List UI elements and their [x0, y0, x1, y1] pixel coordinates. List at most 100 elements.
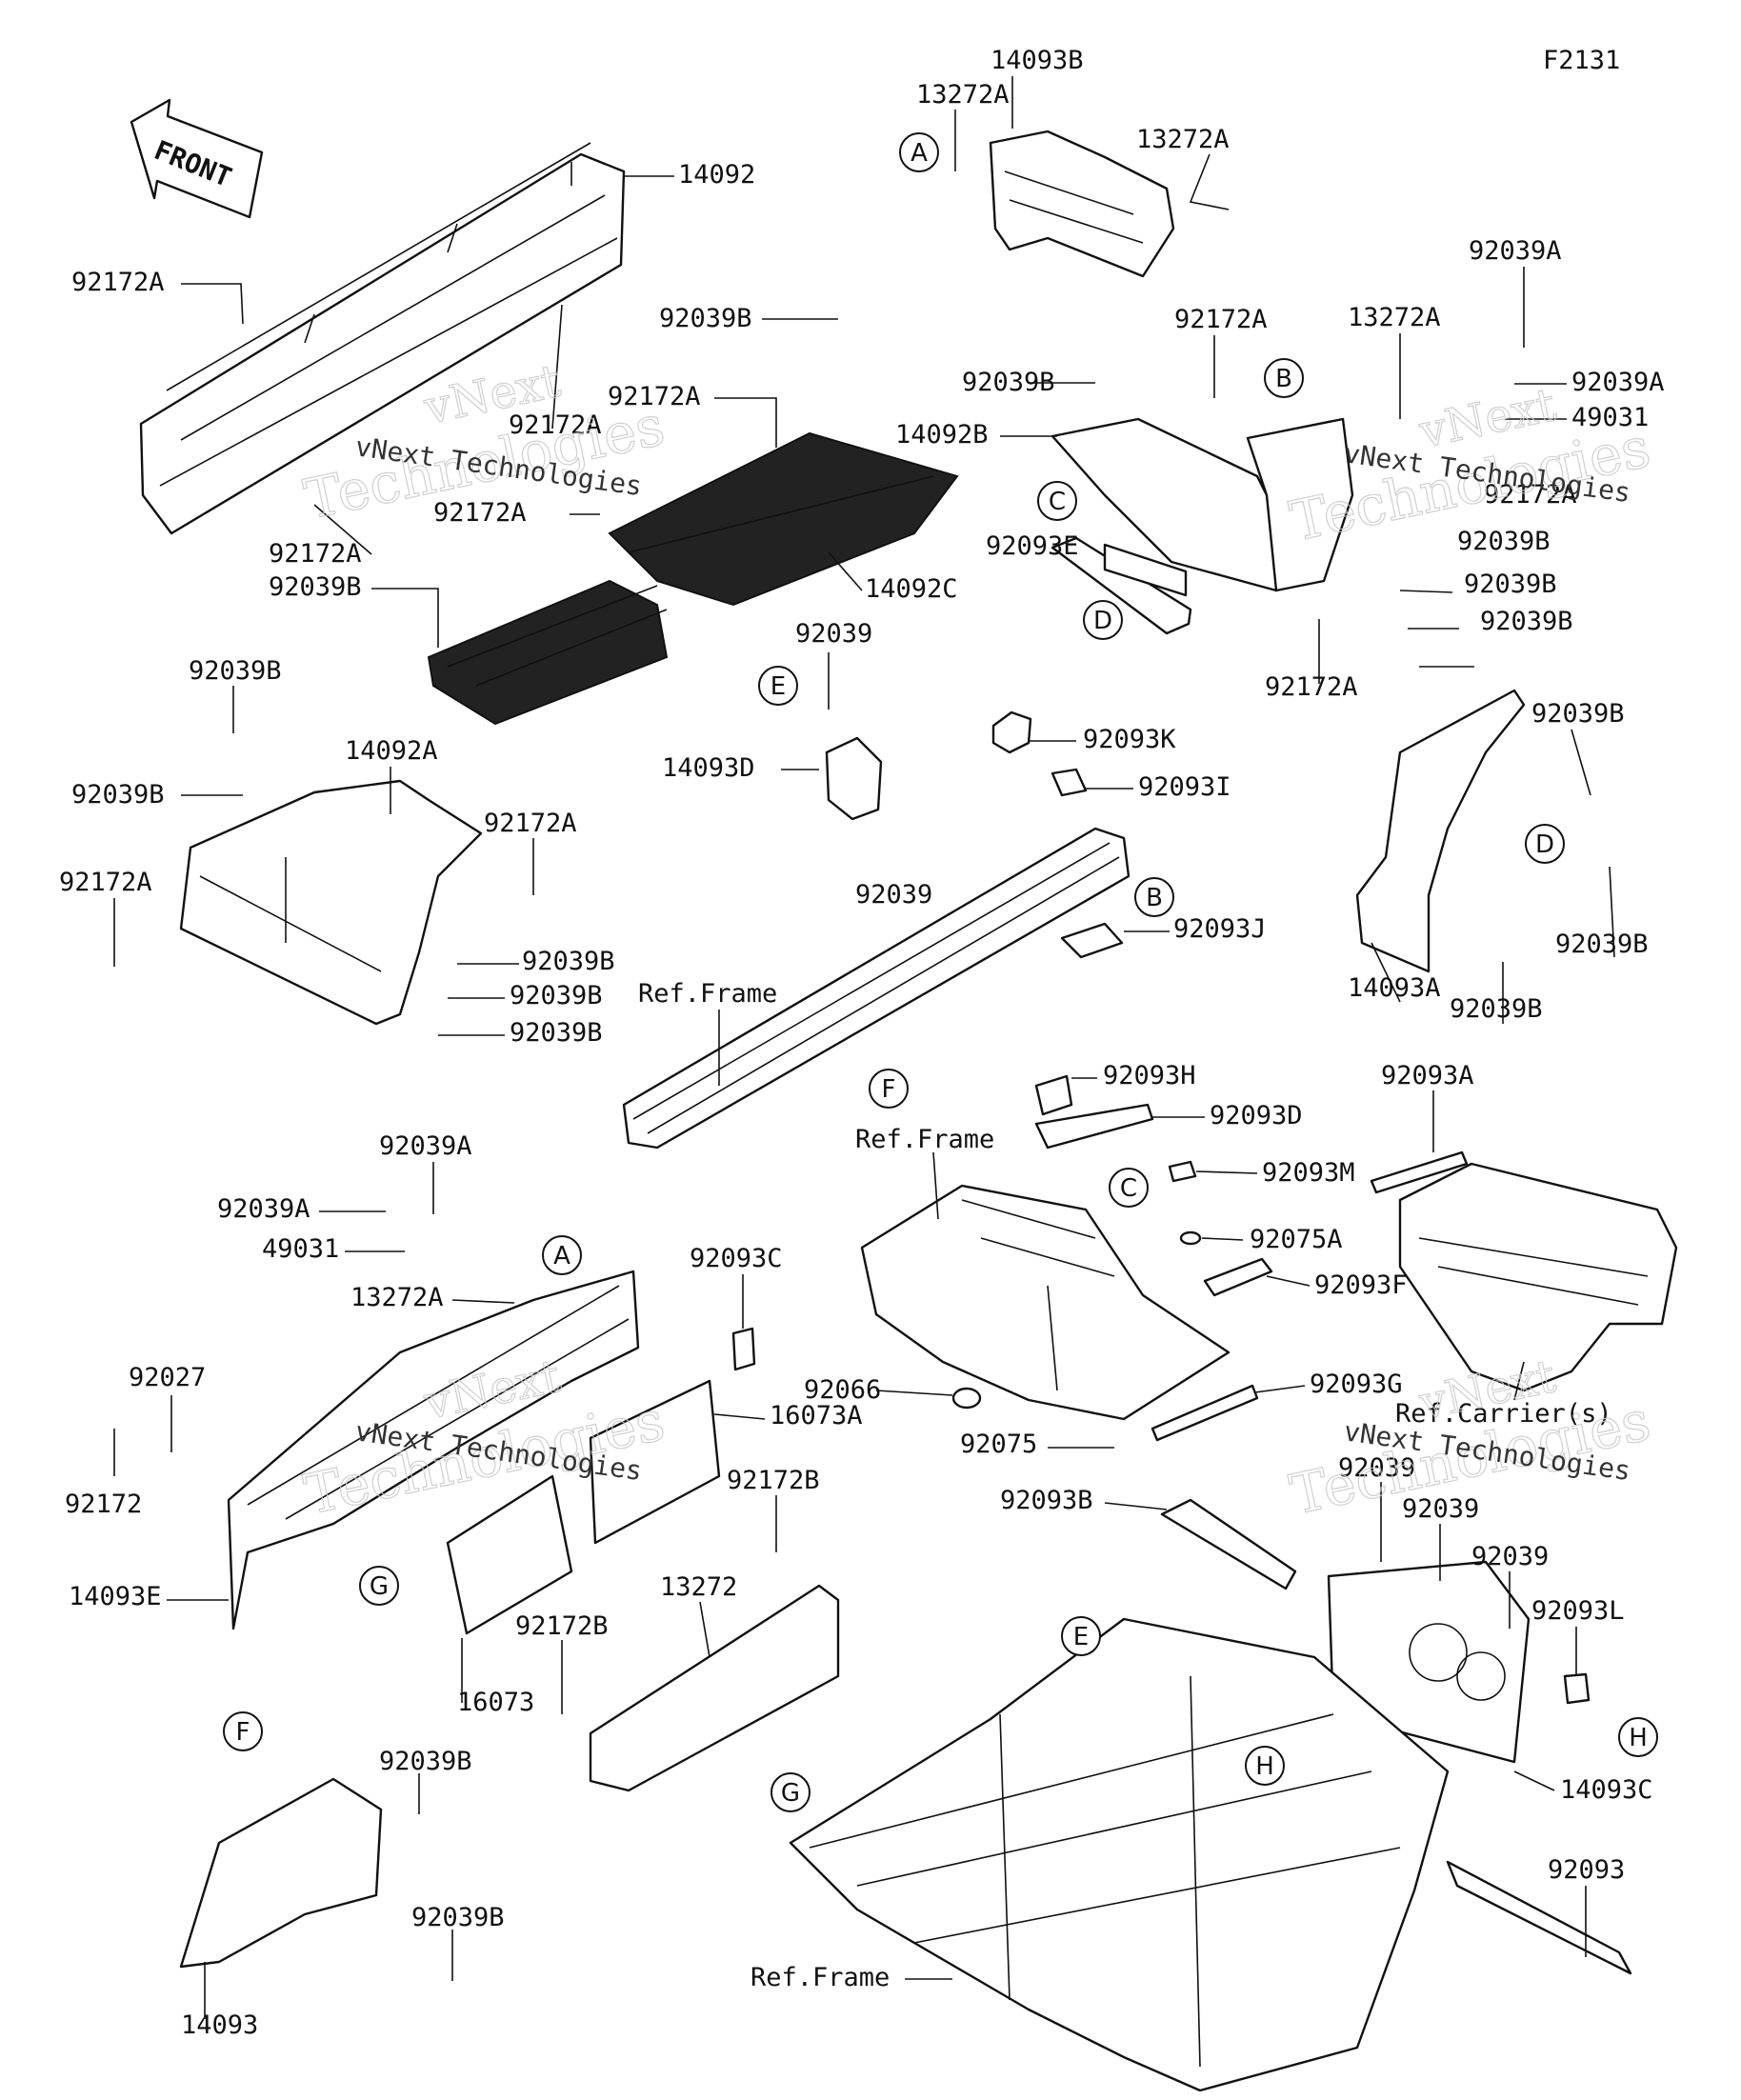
callout-a: A: [542, 1235, 582, 1275]
part-label: 92093C: [690, 1244, 783, 1273]
part-label: 92039B: [659, 304, 752, 333]
callout-circle-icon: [1037, 481, 1077, 521]
part-label: 92093M: [1262, 1158, 1355, 1188]
part-label: Ref.Frame: [855, 1125, 994, 1154]
callout-circle-icon: [359, 1566, 399, 1606]
part-label: 92039: [795, 619, 872, 649]
callout-g: G: [359, 1566, 399, 1606]
callout-markers: A B C D E B D F C A G E F H H G: [223, 132, 1658, 1812]
part-label: 92039B: [189, 656, 282, 686]
part-label: 92172A: [433, 498, 527, 528]
part-label: 92039B: [269, 572, 362, 602]
callout-circle-icon: [1618, 1717, 1658, 1757]
callout-letter: A: [553, 1242, 570, 1270]
part-label: 92172A: [1174, 305, 1268, 334]
part-label: 92093H: [1103, 1061, 1196, 1090]
part-label: 92172A: [484, 809, 577, 838]
part-14092c-floor-mat: [427, 431, 959, 726]
part-label: 92172: [65, 1490, 142, 1519]
part-92093m-foam: [1168, 1160, 1197, 1183]
part-label: 13272A: [1136, 125, 1230, 154]
part-92066-cap: [951, 1387, 982, 1410]
callout-d: D: [1525, 824, 1565, 864]
callout-letter: H: [1255, 1752, 1274, 1781]
part-label: 14093C: [1560, 1775, 1653, 1805]
part-label: 92093: [1548, 1855, 1625, 1885]
callout-circle-icon: [1264, 358, 1304, 398]
part-label: 92039B: [962, 368, 1055, 397]
callout-circle-icon: [223, 1711, 263, 1751]
part-label: 92039A: [217, 1194, 310, 1224]
part-label: 92093D: [1210, 1101, 1303, 1130]
part-label: 92093F: [1314, 1270, 1408, 1300]
part-label: 92039B: [1531, 699, 1625, 729]
part-label: 92039A: [379, 1131, 472, 1161]
callout-b: B: [1264, 358, 1304, 398]
frame-center-tray: [860, 1184, 1231, 1421]
part-92093i-foam: [1051, 768, 1088, 797]
callout-letter: A: [911, 139, 928, 168]
part-label: 92039B: [71, 780, 165, 810]
part-label: 14093D: [662, 753, 755, 783]
callout-e: E: [758, 666, 798, 706]
callout-e: E: [1061, 1616, 1101, 1656]
part-label: 92172B: [727, 1466, 820, 1495]
part-label: 92075: [960, 1430, 1037, 1459]
part-92093e-strip: [1103, 543, 1188, 597]
part-label: 92172A: [1265, 672, 1358, 702]
part-label: 14093B: [991, 46, 1084, 75]
callout-letter: B: [1146, 884, 1163, 912]
part-label: 92039A: [1469, 236, 1562, 266]
callout-h: H: [1245, 1746, 1285, 1786]
part-label: 92039B: [1464, 570, 1557, 599]
part-label: 92172A: [59, 868, 152, 897]
callout-letter: B: [1275, 365, 1292, 393]
part-label: 92066: [804, 1375, 881, 1405]
part-label: 92039B: [1450, 994, 1543, 1024]
part-label: 49031: [1571, 403, 1649, 432]
part-label: 16073: [457, 1688, 534, 1717]
part-label: 92039B: [1555, 930, 1649, 959]
part-label: 92039B: [510, 981, 603, 1010]
part-label: 92172A: [71, 268, 165, 297]
callout-f: F: [869, 1069, 909, 1109]
part-label: 92172B: [515, 1611, 609, 1641]
part-14093e-panel: [227, 1270, 640, 1630]
part-16073a-flap: [589, 1379, 721, 1545]
frame-main-chassis: [789, 1617, 1632, 2092]
part-14092b-bracket: [1051, 417, 1354, 635]
callout-circle-icon: [542, 1235, 582, 1275]
part-label: Ref.Frame: [750, 1963, 890, 1992]
part-label: 92093J: [1173, 914, 1267, 944]
part-label: 92093L: [1531, 1596, 1625, 1626]
callout-circle-icon: [1525, 824, 1565, 864]
callout-circle-icon: [758, 666, 798, 706]
part-label: 14093: [181, 2010, 258, 2040]
part-label: 92039: [1338, 1453, 1415, 1483]
callout-letter: C: [1049, 488, 1066, 516]
part-92093f-strip: [1203, 1257, 1273, 1297]
part-92093c-foam: [731, 1327, 756, 1371]
part-label: 92039A: [1571, 368, 1665, 397]
part-label: 13272: [660, 1572, 737, 1602]
part-92093d-strip: [1034, 1103, 1154, 1150]
part-92093k-foam: [991, 710, 1032, 754]
callout-h: H: [1618, 1717, 1658, 1757]
callout-d: D: [1083, 600, 1123, 640]
part-92093g-strip: [1151, 1384, 1259, 1442]
callout-c: C: [1109, 1168, 1149, 1208]
part-16073-flap: [446, 1474, 573, 1635]
part-label: 16073A: [770, 1401, 863, 1430]
part-label: 14093E: [69, 1582, 162, 1611]
part-label: 92172A: [1484, 480, 1577, 510]
part-label: 92039B: [1480, 607, 1573, 636]
part-92093b-strip: [1160, 1498, 1297, 1590]
callout-circle-icon: [1134, 877, 1174, 917]
part-label: 92093G: [1310, 1370, 1403, 1399]
figure-code: F2131: [1543, 46, 1620, 75]
callout-letter: F: [236, 1718, 250, 1747]
part-label: 92039B: [379, 1747, 472, 1776]
callout-g: G: [770, 1772, 810, 1812]
part-92093l-foam: [1563, 1672, 1591, 1705]
